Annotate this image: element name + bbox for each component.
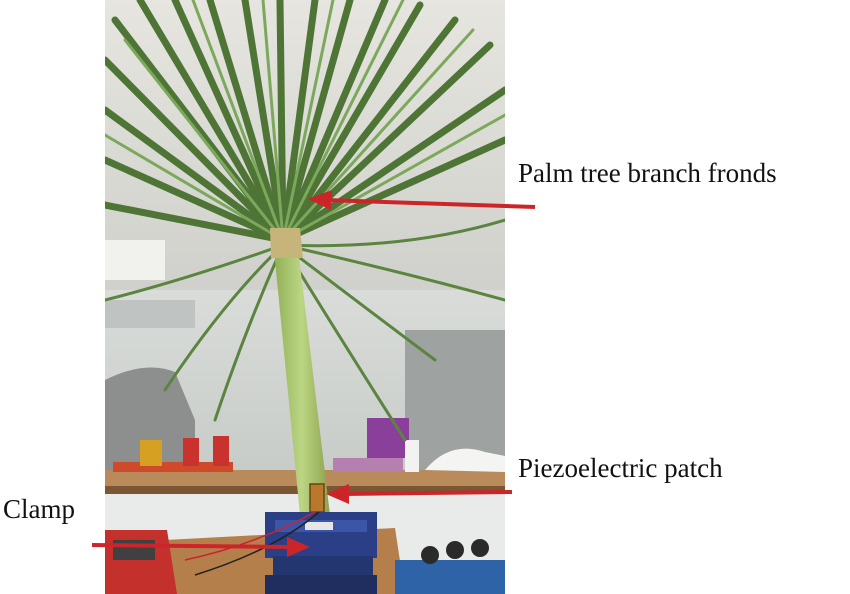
clamp-vise: [265, 512, 377, 594]
stem-base-node: [270, 228, 303, 258]
palm-stem: [273, 240, 330, 515]
red-tray: [113, 462, 233, 472]
black-item-3: [471, 539, 489, 557]
yellow-can: [140, 440, 162, 466]
duct: [105, 300, 195, 328]
black-item-1: [421, 546, 439, 564]
label-clamp: Clamp: [3, 494, 75, 524]
doorway: [405, 330, 505, 470]
cloth: [333, 458, 403, 472]
label-piezoelectric-patch: Piezoelectric patch: [518, 453, 723, 483]
red-device-screen: [113, 540, 155, 560]
red-device: [105, 530, 177, 594]
white-bottle: [405, 440, 419, 472]
red-can-1: [183, 438, 199, 466]
car: [105, 367, 195, 470]
white-bag: [425, 448, 505, 472]
palm-fronds-light: [105, 0, 505, 242]
blue-mat: [395, 560, 505, 594]
red-can-2: [213, 436, 229, 466]
piezoelectric-patch: [309, 483, 325, 513]
label-palm-fronds: Palm tree branch fronds: [518, 158, 777, 188]
ceiling-light: [105, 240, 165, 280]
palm-experiment-photo: [105, 0, 505, 594]
wire-red: [184, 511, 316, 561]
black-item-2: [446, 541, 464, 559]
